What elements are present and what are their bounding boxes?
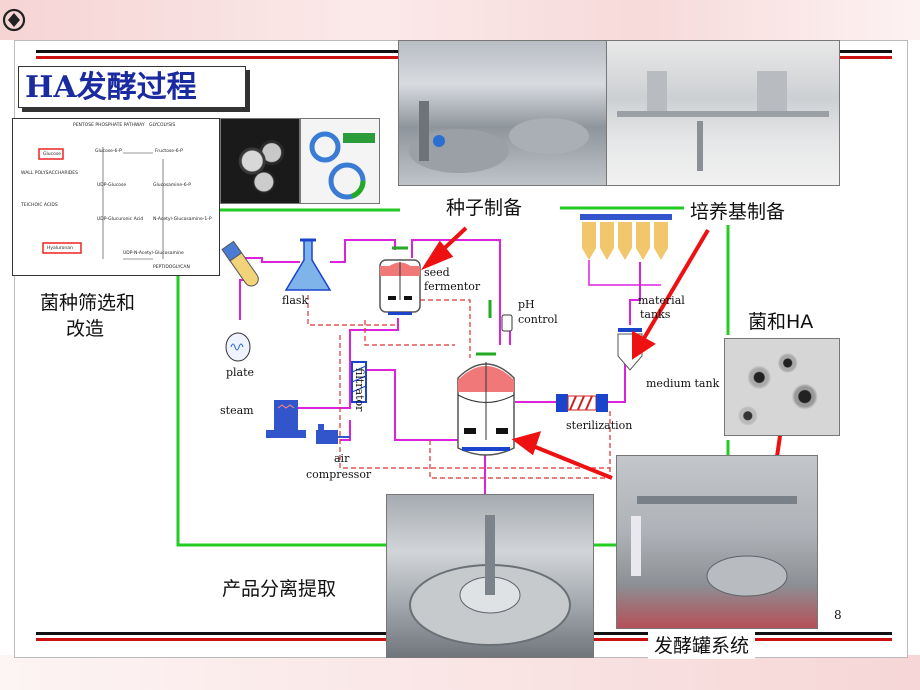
air-compressor-label-line2: compressor: [306, 468, 372, 481]
material-tanks: [580, 214, 672, 286]
metabolic-pathway-figure: PENTOSE PHOSPHATE PATHWAY GLYCOLYSIS Glu…: [12, 118, 220, 276]
seed-fermentor-label-line1: seed: [424, 266, 450, 279]
pathway-wall-polysaccharides: WALL POLYSACCHARIDES: [21, 171, 78, 176]
pathway-teichoic-acids: TEICHOIC ACIDS: [21, 203, 58, 208]
product-separation-label: 产品分离提取: [222, 578, 337, 600]
green-boundary-lines: [176, 206, 730, 547]
bacteria-ha-micrograph-photo: [724, 338, 840, 436]
plate-label: plate: [226, 366, 255, 379]
medium-tank-label: medium tank: [646, 377, 720, 390]
medium-prep-label: 培养基制备: [684, 196, 792, 225]
university-logo-icon: [2, 8, 26, 32]
air-compressor-unit: [316, 424, 350, 444]
pathway-heading-glycolysis: GLYCOLYSIS: [149, 123, 176, 128]
plate-dish: [225, 332, 251, 362]
material-tanks-label-line2: tanks: [640, 308, 671, 321]
plasmid-diagram-photo: [300, 118, 380, 204]
fermenter-silhouette: [631, 496, 797, 597]
pathway-n-acetyl: N-Acetyl-Glucosamine-1-P: [153, 217, 212, 222]
steam-label: steam: [220, 404, 254, 417]
pathway-peptidoglycan: PEPTIDOGLYCAN: [153, 265, 190, 270]
ph-control-label-line1: pH: [518, 298, 535, 311]
pathway-hyaluronan: Hyaluronan: [47, 246, 73, 251]
pathway-heading-ppp: PENTOSE PHOSPHATE PATHWAY: [73, 123, 145, 128]
strain-screen-label-line2: 改造: [66, 318, 105, 340]
page-number: 8: [834, 608, 842, 622]
seed-fermentor-label-line2: fermentor: [424, 280, 481, 293]
ph-control-label-line2: control: [518, 313, 558, 326]
pathway-glucosamine-6p: Glucosamine-6-P: [153, 183, 191, 188]
sterilization-unit: [556, 394, 608, 412]
pathway-glucose-6p: Glucose-6-P: [95, 149, 122, 154]
product-separation-equipment-photo: [386, 494, 594, 658]
steam-generator: [266, 400, 306, 438]
ph-control-probe: [488, 300, 513, 332]
air-compressor-label-line1: air: [334, 452, 350, 465]
flask-vessel: [284, 238, 332, 291]
material-tanks-label-line1: material: [638, 294, 685, 307]
seed-prep-label: 种子制备: [440, 192, 529, 221]
pathway-arrows: [38, 147, 164, 260]
bacteria-ha-label: 菌和HA: [742, 306, 820, 335]
pathway-udp-glucose: UDP-Glucose: [97, 183, 127, 188]
plasmid-icon: [309, 131, 375, 200]
fermenter-system-photo: [616, 455, 818, 629]
pathway-udp-nacetyl: UDP-N-Acetyl-Glucosamine: [123, 251, 184, 256]
filtrator-unit: [351, 361, 367, 403]
tanks-silhouette: [409, 101, 589, 173]
filtrator-label: filtrator: [353, 368, 366, 412]
bacteria-micrograph-photo: [220, 118, 300, 204]
platform-silhouette: [617, 71, 829, 171]
flask-label: flask: [282, 294, 309, 307]
strain-screen-label-line1: 菌种筛选和: [40, 292, 136, 314]
sterilization-label: sterilization: [566, 419, 633, 432]
centrifuge-silhouette: [409, 515, 571, 646]
dashed-service-lines: [307, 295, 611, 479]
slide-top-banner: [0, 0, 920, 40]
medium-prep-facility-photo: [606, 40, 840, 186]
fermenter-system-label: 发酵罐系统: [648, 630, 756, 659]
seed-fermentor-vessel: [379, 246, 421, 315]
pathway-glucose: Glucose: [43, 152, 61, 157]
page-title: HA发酵过程: [18, 66, 246, 108]
seed-prep-facility-photo: [398, 40, 608, 186]
pathway-udp-glucuronic: UDP-Glucuronic Acid: [97, 217, 144, 222]
main-fermenter-vessel: [457, 352, 515, 456]
test-tube: [221, 240, 259, 287]
slide-bottom-banner: [0, 655, 920, 690]
pathway-fructose-6p: Fructose-6-P: [155, 149, 183, 154]
